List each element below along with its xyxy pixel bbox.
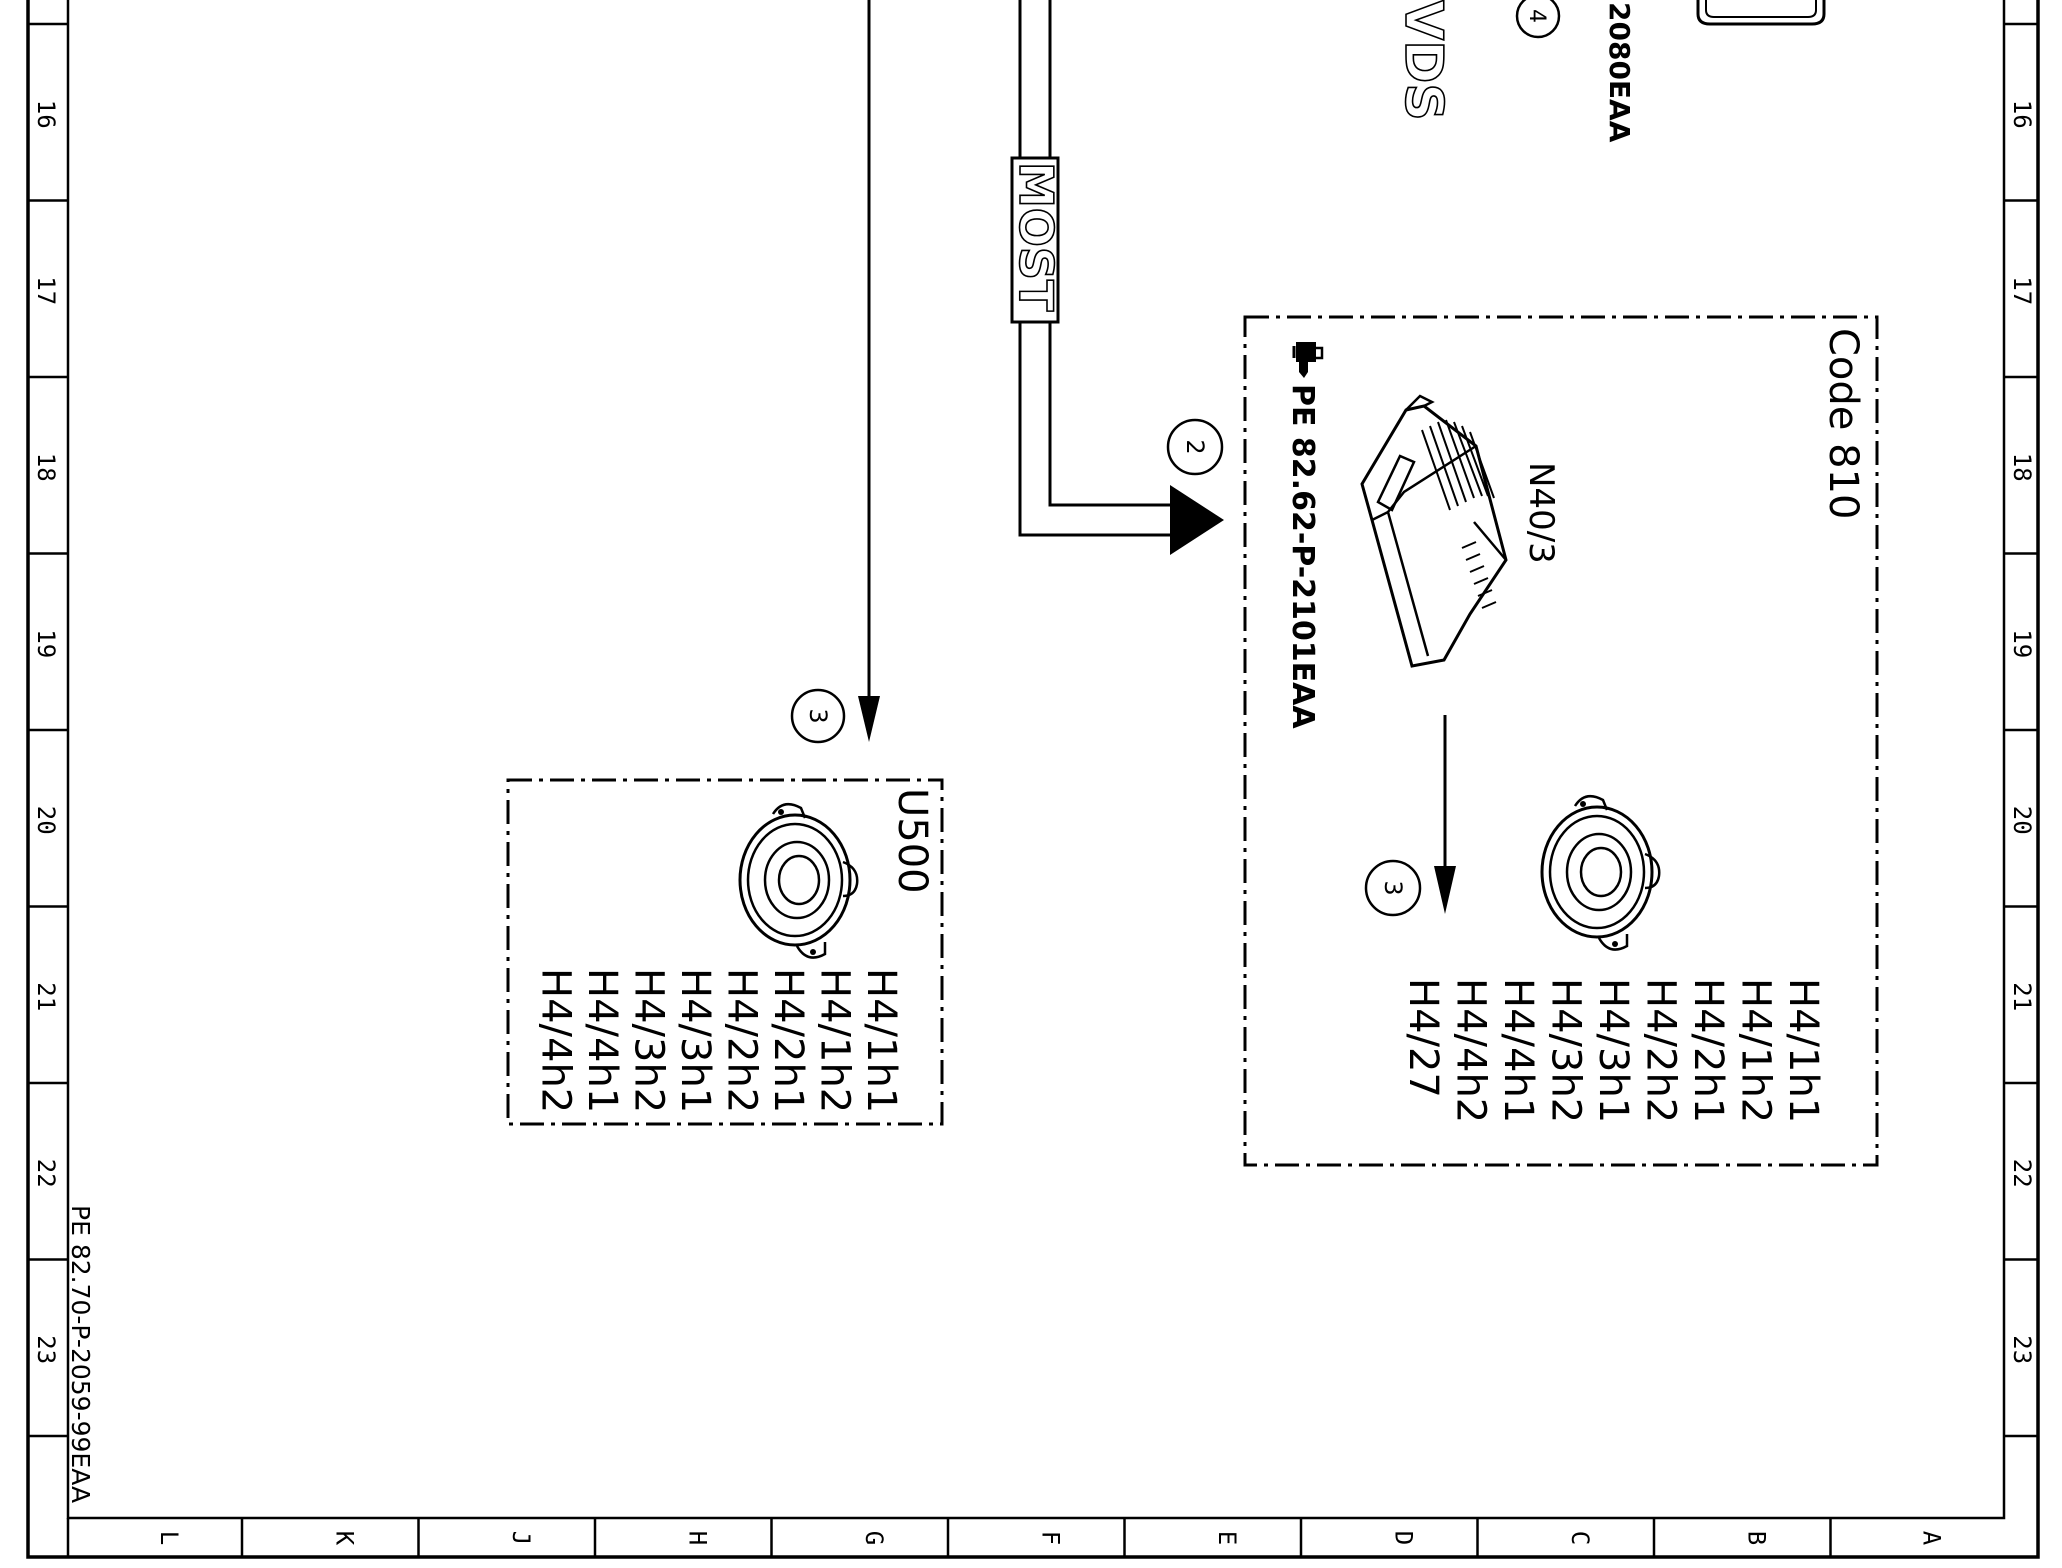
row-number-right: 20	[2008, 806, 2036, 835]
u500-box: U500 H4/1h1H4/1h2H4/2h1H4/2h2H4/3h1H4/3h…	[506, 778, 944, 1126]
code-810-speaker-list: H4/1h1H4/1h2H4/2h1H4/2h2H4/3h1H4/3h2H4/4…	[1400, 978, 1826, 1123]
row-number-left: 16	[32, 100, 60, 129]
loudspeaker-icon	[1540, 794, 1661, 951]
row-number-left: 17	[32, 276, 60, 305]
column-letter: E	[1213, 1531, 1241, 1545]
u500-speaker-list: H4/1h1H4/1h2H4/2h1H4/2h2H4/3h1H4/3h2H4/4…	[533, 968, 905, 1113]
speaker-label: H4/2h2	[1638, 978, 1684, 1123]
callout-number-3-module: 3	[1379, 880, 1407, 895]
speaker-label: H4/4h1	[579, 968, 625, 1113]
drawing-frame	[26, 0, 2040, 1559]
speaker-label: H4/2h1	[765, 968, 811, 1113]
row-number-right: 18	[2008, 453, 2036, 482]
row-number-left: 22	[32, 1159, 60, 1188]
row-number-right: 17	[2008, 276, 2036, 305]
column-letter: D	[1389, 1531, 1417, 1545]
speaker-label: H4/4h2	[1448, 978, 1494, 1123]
row-number-left: 21	[32, 982, 60, 1011]
row-number-left: 18	[32, 453, 60, 482]
row-number-left: 23	[32, 1335, 60, 1364]
row-tick-marks	[28, 22, 2038, 1438]
column-tick-marks	[240, 1518, 1832, 1557]
column-letter: L	[155, 1531, 183, 1545]
top-doc-reference: 2080EAA	[1603, 2, 1636, 143]
callout-number-4: 4	[1524, 9, 1549, 23]
speaker-label: H4/1h1	[1780, 978, 1826, 1123]
row-number-right: 21	[2008, 982, 2036, 1011]
u500-title: U500	[889, 788, 935, 894]
column-letter: B	[1742, 1531, 1770, 1545]
pointing-hand-icon	[1292, 342, 1324, 378]
row-number-right: 16	[2008, 100, 2036, 129]
wire-to-u500: 3	[790, 0, 880, 744]
callout-number-2: 2	[1181, 439, 1209, 454]
column-letter: A	[1917, 1531, 1945, 1546]
top-partial-region: VDS 4 2080EAA	[1392, 0, 1826, 143]
amplifier-module-icon	[1360, 394, 1508, 668]
speaker-label: H4/2h2	[719, 968, 765, 1113]
speaker-label: H4/4h1	[1495, 978, 1541, 1123]
callout-circle-3-u500	[790, 688, 846, 744]
code-810-box: Code 810 PE 82.62-P-2101EAA N40/3 3	[1243, 315, 1879, 1167]
column-letter: K	[330, 1531, 358, 1546]
column-letter: C	[1566, 1531, 1594, 1545]
most-bus-label: MOST	[1009, 162, 1063, 312]
speaker-label: H4/3h1	[1590, 978, 1636, 1123]
speaker-label: H4/3h2	[1543, 978, 1589, 1123]
speaker-label: H4/3h2	[626, 968, 672, 1113]
top-connector-outline	[1696, 0, 1826, 26]
code-810-title: Code 810	[1820, 328, 1866, 519]
loudspeaker-icon	[738, 802, 859, 959]
module-n40-3-label: N40/3	[1521, 462, 1561, 564]
row-number-left: 20	[32, 806, 60, 835]
callout-number-3-u500: 3	[804, 708, 832, 723]
row-number-right: 23	[2008, 1335, 2036, 1364]
column-letter: G	[860, 1531, 888, 1545]
speaker-label: H4/1h2	[812, 968, 858, 1113]
column-letter: H	[683, 1531, 711, 1545]
speaker-label: H4/2h1	[1685, 978, 1731, 1123]
row-number-left: 19	[32, 629, 60, 658]
speaker-label: H4/1h1	[858, 968, 904, 1113]
row-number-right: 19	[2008, 629, 2036, 658]
most-bus-arrowhead	[1170, 485, 1224, 555]
callout-circle-4	[1515, 0, 1561, 39]
sheet-reference: PE 82.70-P-2059-99EAA	[66, 1205, 95, 1503]
lvds-label: VDS	[1393, 0, 1453, 121]
module-reference: PE 82.62-P-2101EAA	[1285, 384, 1320, 729]
speaker-label: H4/3h1	[672, 968, 718, 1113]
speaker-label: H4/1h2	[1733, 978, 1779, 1123]
callout-circle-3-module	[1364, 859, 1422, 917]
speaker-label: H4/27	[1400, 978, 1446, 1098]
callout-circle-2	[1166, 418, 1224, 476]
column-letter: J	[507, 1531, 535, 1545]
most-bus: MOST 2	[1008, 0, 1224, 555]
row-number-right: 22	[2008, 1159, 2036, 1188]
speaker-label: H4/4h2	[533, 968, 579, 1113]
column-letter: F	[1036, 1531, 1064, 1545]
